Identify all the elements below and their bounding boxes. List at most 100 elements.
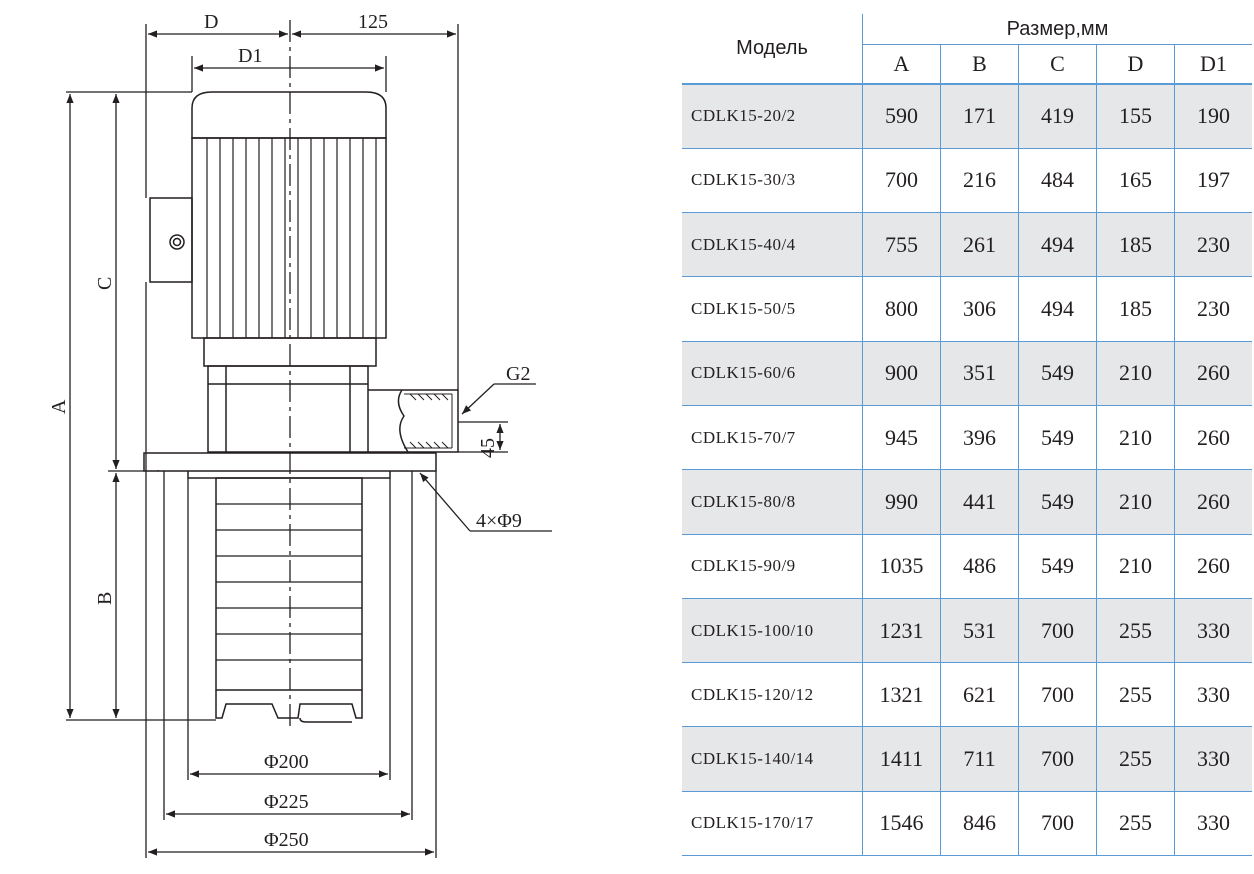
label-D: D <box>204 11 218 33</box>
cell-b: 486 <box>940 534 1019 599</box>
cell-d: 255 <box>1096 726 1175 792</box>
cell-b: 306 <box>940 276 1019 342</box>
cell-b: 711 <box>940 726 1019 792</box>
label-phi225: Φ225 <box>264 791 309 813</box>
label-G2: G2 <box>506 363 530 385</box>
cell-d1: 260 <box>1174 469 1252 535</box>
terminal-box <box>149 197 193 283</box>
label-phi200: Φ200 <box>264 751 309 773</box>
column-header-d: D <box>1096 44 1175 85</box>
size-group-header: Размер,мм <box>862 14 1252 45</box>
cell-d1: 230 <box>1174 212 1252 278</box>
motor-body <box>191 137 387 339</box>
model-cell: CDLK15-80/8 <box>682 469 863 535</box>
outlet-thread <box>404 393 453 449</box>
model-cell: CDLK15-20/2 <box>682 84 863 149</box>
column-header-a: A <box>862 44 941 85</box>
label-D1: D1 <box>238 45 262 67</box>
cell-b: 396 <box>940 405 1019 471</box>
cell-d1: 260 <box>1174 341 1252 406</box>
model-cell: CDLK15-90/9 <box>682 534 863 599</box>
cell-d: 255 <box>1096 598 1175 664</box>
cell-d: 210 <box>1096 534 1175 599</box>
cell-d1: 190 <box>1174 84 1252 149</box>
cell-b: 171 <box>940 84 1019 149</box>
model-cell: CDLK15-120/12 <box>682 662 863 728</box>
cell-a: 590 <box>862 84 941 149</box>
cell-d: 165 <box>1096 148 1175 214</box>
pump-barrel <box>187 471 391 479</box>
motor-fins <box>206 138 377 338</box>
cell-a: 1411 <box>862 726 941 792</box>
cell-c: 700 <box>1018 598 1097 664</box>
model-cell: CDLK15-170/17 <box>682 791 863 857</box>
cell-d: 210 <box>1096 405 1175 471</box>
cell-d: 210 <box>1096 469 1175 535</box>
cell-d: 255 <box>1096 791 1175 857</box>
cell-d1: 260 <box>1174 534 1252 599</box>
pump-inlet <box>215 690 363 719</box>
outlet-pipe <box>368 389 459 453</box>
cell-c: 700 <box>1018 726 1097 792</box>
label-holes: 4×Φ9 <box>476 510 522 532</box>
label-B: B <box>94 592 116 605</box>
cell-b: 351 <box>940 341 1019 406</box>
model-cell: CDLK15-30/3 <box>682 148 863 214</box>
cell-d: 255 <box>1096 662 1175 728</box>
cell-a: 945 <box>862 405 941 471</box>
cell-a: 700 <box>862 148 941 214</box>
model-cell: CDLK15-40/4 <box>682 212 863 278</box>
cell-b: 846 <box>940 791 1019 857</box>
cell-d1: 330 <box>1174 726 1252 792</box>
model-cell: CDLK15-140/14 <box>682 726 863 792</box>
cell-d1: 230 <box>1174 276 1252 342</box>
cell-a: 900 <box>862 341 941 406</box>
cell-c: 549 <box>1018 534 1097 599</box>
column-header-b: B <box>940 44 1019 85</box>
cell-a: 1546 <box>862 791 941 857</box>
cell-d: 185 <box>1096 212 1175 278</box>
cell-b: 531 <box>940 598 1019 664</box>
cell-d1: 260 <box>1174 405 1252 471</box>
cell-d1: 330 <box>1174 598 1252 664</box>
cell-a: 1035 <box>862 534 941 599</box>
pump-dimension-drawing: D 125 D1 A C B G2 45 4×Φ9 Φ200 Φ225 Φ250 <box>48 11 552 858</box>
cell-c: 700 <box>1018 662 1097 728</box>
cell-c: 700 <box>1018 791 1097 857</box>
cell-a: 755 <box>862 212 941 278</box>
label-phi250: Φ250 <box>264 829 309 851</box>
label-125: 125 <box>358 11 388 33</box>
model-cell: CDLK15-60/6 <box>682 341 863 406</box>
bracket-frame <box>207 365 369 453</box>
cell-c: 549 <box>1018 341 1097 406</box>
cell-d: 155 <box>1096 84 1175 149</box>
cell-d: 210 <box>1096 341 1175 406</box>
label-A: A <box>48 399 70 414</box>
label-C: C <box>94 277 116 290</box>
model-cell: CDLK15-70/7 <box>682 405 863 471</box>
model-cell: CDLK15-100/10 <box>682 598 863 664</box>
column-header-c: C <box>1018 44 1097 85</box>
cell-b: 621 <box>940 662 1019 728</box>
cell-c: 549 <box>1018 469 1097 535</box>
cell-b: 261 <box>940 212 1019 278</box>
cell-d: 185 <box>1096 276 1175 342</box>
model-header: Модель <box>682 14 863 85</box>
cell-a: 990 <box>862 469 941 535</box>
cell-a: 1321 <box>862 662 941 728</box>
cell-b: 441 <box>940 469 1019 535</box>
label-45: 45 <box>477 438 499 458</box>
